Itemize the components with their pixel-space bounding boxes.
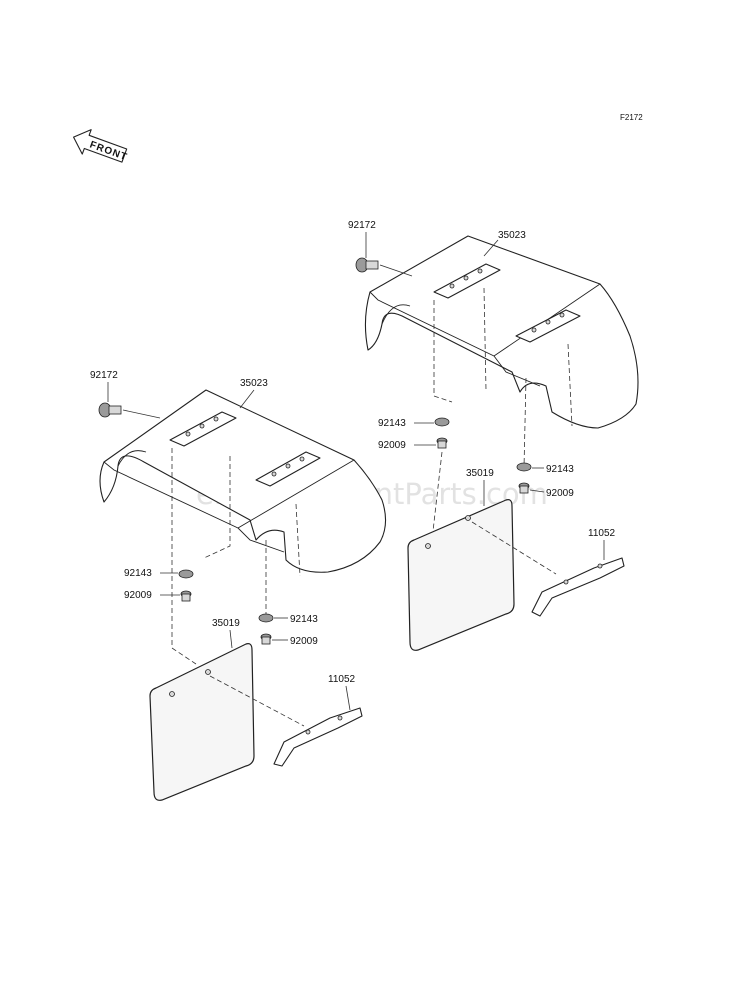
- right-bolt-b: [518, 482, 530, 494]
- callout-right-washer-a: 92143: [378, 418, 406, 429]
- callout-left-washer-b: 92143: [290, 614, 318, 625]
- right-fender: [364, 235, 639, 469]
- left-fender-assembly: [98, 389, 387, 801]
- callout-left-washer-a: 92143: [124, 568, 152, 579]
- left-washer-b: [258, 613, 274, 623]
- left-top-bolt: [98, 402, 161, 419]
- callout-right-flap: 35019: [466, 468, 494, 479]
- left-bracket: [273, 707, 363, 767]
- front-arrow-icon: FRONT: [73, 129, 129, 163]
- diagram-code: F2172: [620, 113, 643, 122]
- callout-right-washer-b: 92143: [546, 464, 574, 475]
- callout-right-bolt-a: 92009: [378, 440, 406, 451]
- callout-left-bolt-a: 92009: [124, 590, 152, 601]
- callout-left-fender: 35023: [240, 378, 268, 389]
- left-bolt-b: [260, 633, 272, 645]
- left-bolt-a: [180, 590, 192, 602]
- right-bolt-a: [436, 437, 448, 449]
- right-washer-a: [434, 417, 450, 427]
- left-fender: [99, 389, 387, 665]
- right-mud-flap: [407, 499, 515, 651]
- callout-right-bolt-b: 92009: [546, 488, 574, 499]
- right-bracket: [531, 557, 625, 617]
- callout-left-flap: 35019: [212, 618, 240, 629]
- callout-left-top-bolt: 92172: [90, 370, 118, 381]
- left-mud-flap: [149, 643, 255, 801]
- callout-right-top-bolt: 92172: [348, 220, 376, 231]
- callout-left-bracket: 11052: [328, 674, 356, 685]
- right-top-bolt: [355, 257, 413, 277]
- callout-right-fender: 35023: [498, 230, 526, 241]
- callout-left-bolt-b: 92009: [290, 636, 318, 647]
- left-washer-a: [178, 569, 194, 579]
- right-washer-b: [516, 462, 532, 472]
- callout-right-bracket: 11052: [588, 528, 616, 539]
- right-fender-assembly: [355, 235, 639, 651]
